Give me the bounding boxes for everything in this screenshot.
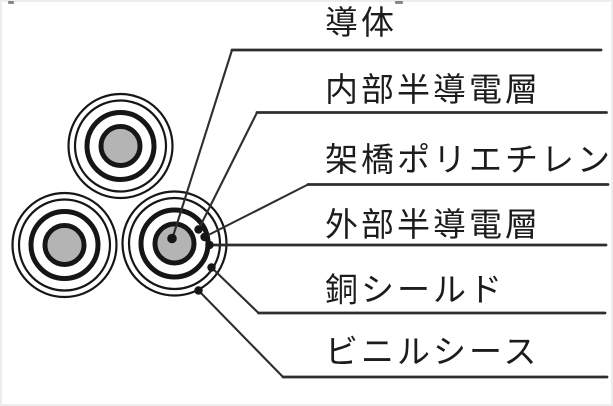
callout-inner-semiconductive-layer <box>194 111 608 234</box>
label-inner-semiconductive-layer: 内部半導電層 <box>325 73 541 109</box>
vinyl-sheath-ring <box>67 92 174 200</box>
scan-artifact <box>8 1 14 4</box>
inner-semiconductive-ring <box>152 221 197 266</box>
outer-semiconductive-ring <box>84 110 157 182</box>
copper-shield-ring <box>127 196 222 291</box>
inner-semiconductive-ring <box>42 223 87 267</box>
label-outer-semiconductive-layer: 外部半導電層 <box>325 208 541 244</box>
callout-dot-vinyl-sheath <box>194 286 203 295</box>
label-crosslinked-polyethylene: 架橋ポリエチレン <box>325 143 613 179</box>
vinyl-sheath-ring <box>11 191 118 299</box>
callout-copper-shield <box>207 263 607 315</box>
outer-semiconductive-ring <box>28 209 101 281</box>
copper-shield-ring <box>17 198 112 292</box>
label-copper-shield: 銅シールド <box>325 273 505 309</box>
cable-core-left <box>11 191 118 299</box>
callout-dot-conductor <box>167 233 177 244</box>
callout-leader-inner-semiconductive <box>197 111 259 231</box>
callout-dot-xlpe <box>200 232 209 242</box>
copper-shield-ring <box>73 99 168 193</box>
callout-vinyl-sheath <box>194 286 609 379</box>
label-conductor: 導体 <box>325 6 397 42</box>
callout-leader-copper-shield <box>210 266 260 315</box>
cable-core-top <box>67 92 174 200</box>
callout-leader-vinyl-sheath <box>197 289 285 379</box>
conductor-area <box>103 129 138 163</box>
callout-dot-copper-shield <box>207 263 216 272</box>
conductor-area <box>47 228 82 262</box>
callout-leader-xlpe <box>203 183 310 239</box>
inner-semiconductive-ring <box>98 124 143 168</box>
vinyl-sheath-ring <box>121 190 228 297</box>
callout-leader-conductor <box>171 48 234 240</box>
scan-artifact <box>395 1 403 4</box>
callout-outer-semiconductive-layer <box>205 240 608 250</box>
callout-dot-outer-semiconductive <box>205 240 214 250</box>
conductor-area <box>157 226 192 261</box>
callout-conductor <box>167 48 603 244</box>
label-vinyl-sheath: ビニルシース <box>325 335 540 371</box>
callout-dot-inner-semiconductive <box>194 225 203 234</box>
callout-crosslinked-polyethylene <box>200 183 610 242</box>
